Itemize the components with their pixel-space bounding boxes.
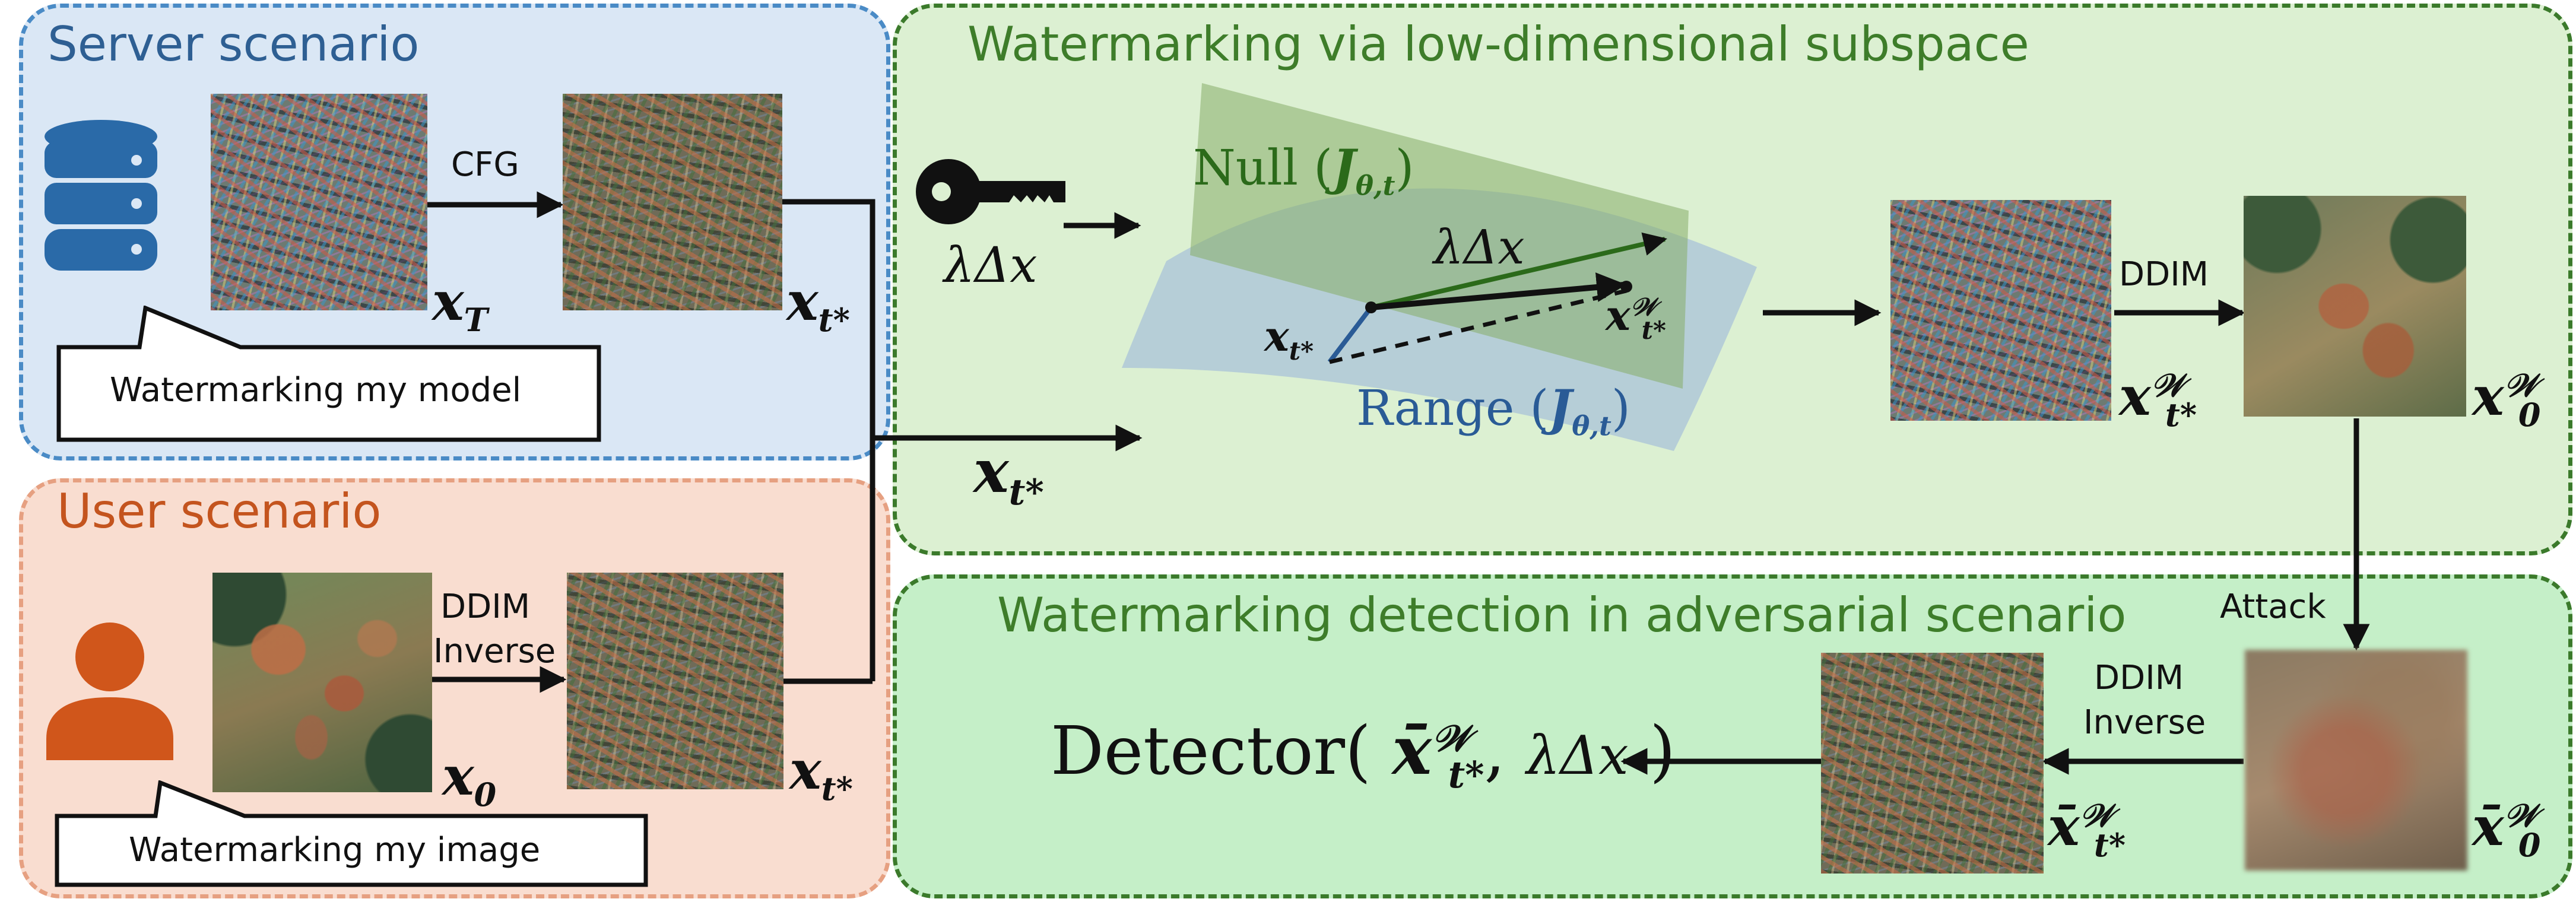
plane-lambda-label: λΔx: [1433, 220, 1525, 275]
inverted-xt-label: x̄𝒲t*: [2048, 795, 2126, 864]
server-callout-text: Watermarking my model: [110, 371, 522, 409]
server-noise-image: [211, 94, 427, 310]
user-callout: Watermarking my image: [55, 780, 648, 887]
null-jacobian-subscript: θ,t: [1355, 170, 1395, 202]
range-space-text: Range: [1356, 380, 1515, 437]
watermarked-xt-superscript: 𝒲: [2150, 366, 2185, 404]
detector-close: ): [1649, 713, 1676, 790]
user-xt-label: xt*: [789, 739, 853, 808]
subspace-title: Watermarking via low-dimensional subspac…: [967, 17, 2029, 72]
user-scenario-title: User scenario: [57, 484, 382, 539]
server-callout: Watermarking my model: [56, 306, 602, 442]
detector-xbar-superscript: 𝒲: [1432, 716, 1470, 760]
range-jacobian-subscript: θ,t: [1572, 410, 1611, 442]
user-xt-subscript: t*: [821, 770, 853, 808]
plane-xw-subscript: t*: [1641, 316, 1666, 345]
key-icon: [914, 157, 1070, 228]
detection-ddim-inverse-line2: Inverse: [2083, 703, 2206, 742]
user-x0-subscript: 0: [474, 776, 497, 814]
plane-xw-superscript: 𝒲: [1630, 292, 1657, 322]
attacked-image: [2245, 650, 2467, 871]
ddim-label: DDIM: [2119, 255, 2209, 294]
junction-xt-label: xt*: [973, 436, 1044, 513]
inverted-xt-subscript: t*: [2093, 826, 2126, 864]
plane-xt-subscript: t*: [1289, 336, 1314, 366]
range-space-label: Range (Jθ,t): [1356, 380, 1630, 442]
watermarked-noise-image: [1890, 200, 2111, 421]
plane-xw-label: x𝒲t*: [1606, 291, 1666, 345]
user-callout-text: Watermarking my image: [129, 831, 541, 869]
attacked-x0-subscript: 0: [2518, 826, 2541, 864]
watermarked-x0-superscript: 𝒲: [2504, 366, 2538, 404]
cfg-label: CFG: [451, 145, 519, 184]
watermarked-x0-subscript: 0: [2518, 396, 2541, 434]
user-xt-image: [567, 573, 783, 789]
watermarked-x0-label: x𝒲0: [2472, 365, 2541, 434]
user-x0-label: x0: [442, 745, 497, 814]
attacked-x0-superscript: 𝒲: [2504, 796, 2538, 834]
inverted-noise-image: [1821, 653, 2044, 874]
attacked-x0-label: x̄𝒲0: [2472, 795, 2541, 864]
detection-ddim-inverse-line1: DDIM: [2094, 659, 2184, 697]
server-xT-subscript: T: [464, 301, 488, 339]
key-lambda-label: λΔx: [944, 237, 1038, 294]
attack-label: Attack: [2220, 587, 2326, 626]
database-icon: [42, 119, 160, 279]
junction-xt-subscript: t*: [1008, 472, 1044, 513]
server-xt-label: xt*: [786, 270, 850, 339]
detector-label: Detector(: [1051, 713, 1371, 790]
user-icon: [42, 620, 178, 763]
detector-xbar-subscript: t*: [1448, 753, 1484, 797]
plane-xt-label: xt*: [1264, 312, 1314, 366]
server-xt-subscript: t*: [818, 301, 850, 339]
watermarked-xt-label: x𝒲t*: [2119, 365, 2197, 434]
inverted-xt-superscript: 𝒲: [2079, 796, 2114, 834]
detection-title: Watermarking detection in adversarial sc…: [997, 587, 2127, 643]
watermarked-xt-subscript: t*: [2165, 396, 2197, 434]
detector-lambda: λΔx: [1526, 725, 1629, 787]
watermarked-output-image: [2244, 196, 2466, 417]
user-original-image: [212, 573, 432, 792]
user-ddim-inverse-label-line1: DDIM: [440, 587, 531, 626]
null-space-label: Null (Jθ,t): [1193, 139, 1414, 202]
server-xt-image: [563, 94, 782, 310]
server-scenario-title: Server scenario: [47, 17, 420, 72]
detector-expression: Detector( x̄𝒲t*, λΔx ): [1051, 712, 1676, 797]
server-xT-label: xT: [432, 270, 488, 339]
user-ddim-inverse-label-line2: Inverse: [433, 632, 556, 671]
null-space-text: Null: [1193, 140, 1299, 196]
